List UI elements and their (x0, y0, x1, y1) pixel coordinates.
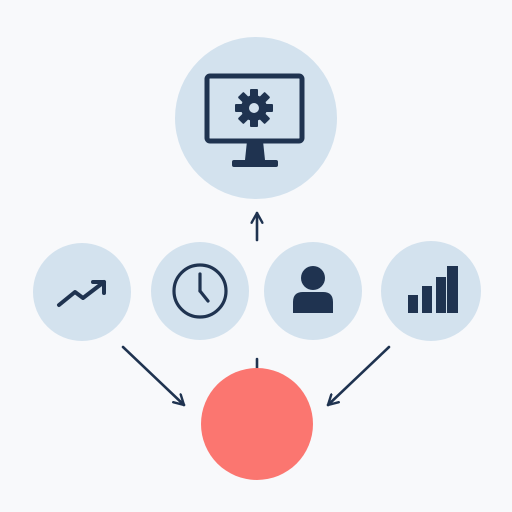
clock-icon (172, 263, 228, 319)
arrow-trend-to-center (121, 345, 186, 407)
edges (121, 211, 391, 407)
node-monitor (175, 37, 337, 199)
arrow-bars-to-center (326, 345, 391, 407)
gear-icon (235, 89, 273, 127)
node-user (264, 242, 362, 340)
node-trend (33, 243, 131, 341)
bar-chart-icon (408, 266, 458, 313)
monitor-gear-icon (204, 73, 305, 167)
center-node (201, 368, 313, 480)
user-icon (293, 266, 333, 313)
node-bars (381, 241, 481, 341)
node-clock (151, 242, 249, 340)
trend-up-icon (57, 280, 106, 307)
